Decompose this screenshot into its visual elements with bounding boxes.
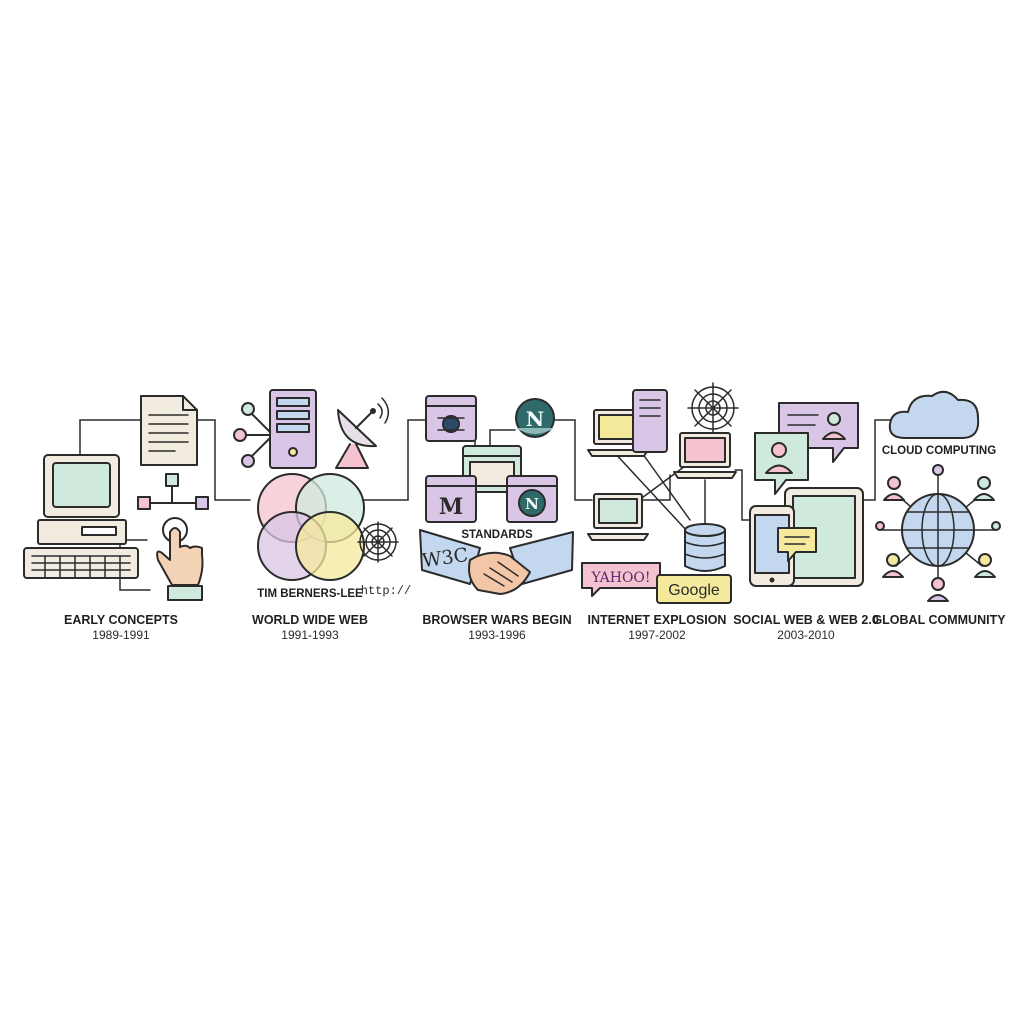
milestone-4-years: 1997-2002	[628, 628, 686, 642]
server-tower-icon	[632, 389, 668, 453]
google-badge: Google	[656, 574, 732, 604]
laptop-icon	[587, 409, 649, 457]
mosaic-letter: M	[439, 494, 463, 520]
user-icon	[927, 577, 949, 602]
retro-computer-icon	[23, 454, 139, 579]
database-icon	[684, 523, 726, 572]
spider-web-icon	[357, 521, 399, 563]
milestone-social-web: SOCIAL WEB & WEB 2.0 2003-2010	[733, 402, 879, 642]
user-icon	[882, 553, 904, 578]
milestone-3-title: BROWSER WARS BEGIN	[422, 613, 571, 627]
laptop-icon	[587, 493, 649, 541]
browser-window-icon: N	[506, 475, 558, 523]
milestone-5-years: 2003-2010	[777, 628, 835, 642]
milestone-world-wide-web: TIM BERNERS-LEE http:// WORLD WIDE WEB 1…	[233, 389, 411, 642]
tim-berners-lee-label: TIM BERNERS-LEE	[257, 588, 363, 600]
user-icon	[974, 553, 996, 578]
milestone-global-community: CLOUD COMPUTING	[872, 390, 1006, 627]
venn-diagram-icon	[257, 473, 365, 581]
spider-web-icon	[687, 382, 739, 434]
milestone-early-concepts: EARLY CONCEPTS 1989-1991	[23, 395, 209, 642]
milestone-internet-explosion: YAHOO! Google INTERNET EXPLOSION 1997-20…	[581, 382, 739, 642]
milestone-6-title: GLOBAL COMMUNITY	[872, 613, 1006, 627]
milestone-5-title: SOCIAL WEB & WEB 2.0	[733, 613, 879, 627]
phone-icon	[749, 505, 795, 587]
netscape-icon: N	[515, 398, 555, 438]
network-diagram-icon	[137, 473, 209, 510]
milestone-1-years: 1989-1991	[92, 628, 150, 642]
user-icon	[973, 476, 995, 501]
yahoo-badge: YAHOO!	[581, 562, 661, 597]
cloud-icon	[888, 390, 980, 439]
milestone-browser-wars: N M N STANDARDS W3C BROWS	[419, 395, 574, 642]
handshake-icon: W3C	[419, 529, 574, 595]
globe-icon	[901, 493, 975, 567]
laptop-icon	[673, 432, 737, 479]
standards-label: STANDARDS	[461, 529, 533, 541]
http-label: http://	[361, 584, 411, 598]
chat-bubble-icon	[754, 432, 809, 495]
cloud-computing-label: CLOUD COMPUTING	[882, 445, 996, 457]
google-label: Google	[668, 582, 720, 599]
netscape-letter-small: N	[525, 495, 539, 513]
user-icon	[875, 464, 1001, 531]
document-icon	[140, 395, 198, 466]
user-icon	[883, 476, 905, 501]
satellite-dish-icon	[335, 397, 390, 469]
browser-window-icon: M	[425, 475, 477, 523]
milestone-2-title: WORLD WIDE WEB	[252, 613, 368, 627]
yahoo-label: YAHOO!	[590, 570, 650, 586]
tablet-icon	[784, 487, 864, 587]
network-diagram-icon	[233, 402, 271, 468]
milestone-1-title: EARLY CONCEPTS	[64, 613, 178, 627]
milestone-3-years: 1993-1996	[468, 628, 526, 642]
milestone-2-years: 1991-1993	[281, 628, 339, 642]
netscape-letter: N	[526, 407, 544, 431]
browser-window-icon	[425, 395, 477, 442]
pointing-hand-icon	[156, 517, 204, 601]
server-tower-icon	[269, 389, 317, 469]
milestone-4-title: INTERNET EXPLOSION	[588, 613, 727, 627]
chat-bubble-icon	[777, 527, 817, 562]
